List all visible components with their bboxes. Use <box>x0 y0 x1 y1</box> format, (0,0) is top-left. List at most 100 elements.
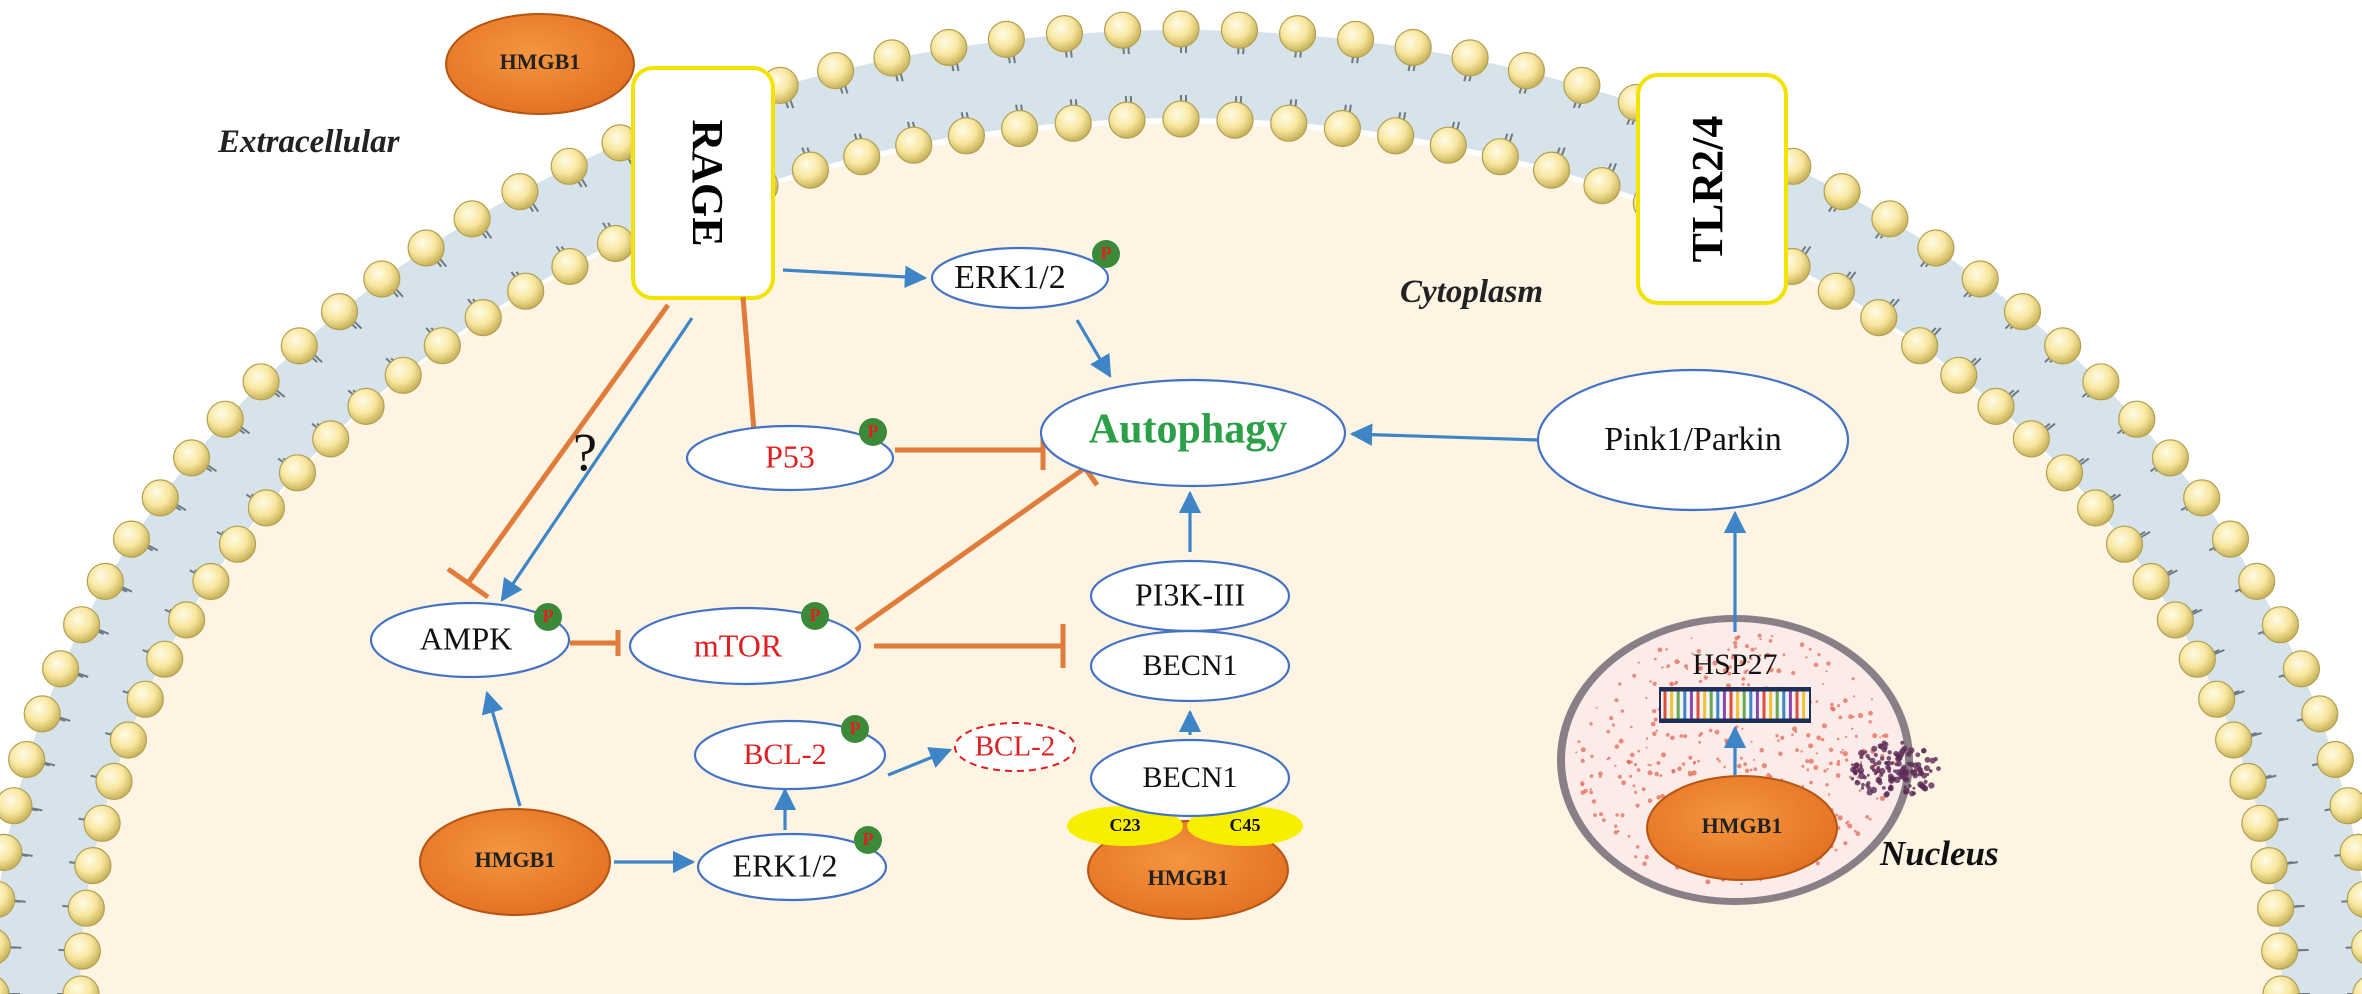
nucleolus-dot <box>1909 790 1915 797</box>
nucleolus-dot <box>1860 786 1865 790</box>
chromatin-speck <box>1868 817 1872 821</box>
lipid-head <box>2156 601 2194 639</box>
lipid-head <box>2250 846 2288 885</box>
chromatin-speck <box>1808 758 1814 764</box>
nucleolus-dot <box>1901 764 1907 770</box>
hmgb1-becn1-label: HMGB1 <box>1148 865 1229 890</box>
chromatin-speck <box>1696 666 1701 671</box>
chromatin-speck <box>1800 750 1803 753</box>
nucleolus-dot <box>1917 766 1922 772</box>
lipid-head <box>2352 977 2362 994</box>
chromatin-speck <box>1733 645 1738 649</box>
chromatin-speck <box>1744 768 1750 773</box>
lipid-head <box>2178 640 2216 678</box>
chromatin-speck <box>1696 649 1702 654</box>
chromatin-speck <box>1601 818 1606 823</box>
chromatin-speck <box>1698 679 1703 684</box>
lipid-head <box>507 272 545 310</box>
lipid-head <box>2183 479 2221 517</box>
becn1-lower-label: BECN1 <box>1142 761 1237 794</box>
chromatin-speck <box>1654 771 1659 777</box>
lipid-head <box>0 833 23 871</box>
chromatin-speck <box>1683 664 1689 669</box>
chromatin-speck <box>1836 737 1840 741</box>
chromatin-speck <box>1589 788 1592 791</box>
nucleolus-dot <box>1936 766 1941 771</box>
lipid-head <box>1336 20 1375 59</box>
lipid-head <box>1860 299 1898 337</box>
chromatin-speck <box>1666 664 1671 668</box>
chromatin-speck <box>1741 727 1744 730</box>
nucleolus-dot <box>1881 786 1886 790</box>
lipid-head <box>2346 881 2362 918</box>
chromatin-speck <box>1577 740 1581 744</box>
lipid-head <box>1000 109 1039 148</box>
nucleolus-dot <box>1873 772 1878 776</box>
chromatin-speck <box>1768 639 1773 643</box>
chromatin-speck <box>1724 738 1728 743</box>
erk-top-node <box>930 246 1110 310</box>
chromatin-speck <box>1741 682 1745 686</box>
chromatin-speck <box>1747 683 1751 687</box>
chromatin-speck <box>1835 773 1841 778</box>
nucleolus-dot <box>1923 786 1928 792</box>
lipid-head <box>278 454 317 492</box>
lipid-head <box>41 650 80 688</box>
nucleolus-dot <box>1876 760 1882 766</box>
chromatin-speck <box>1744 644 1750 649</box>
chromatin-speck <box>1634 790 1638 795</box>
chromatin-speck <box>1883 733 1889 739</box>
chromatin-speck <box>1759 747 1764 753</box>
bcl2-phospho-node <box>693 719 887 791</box>
tlr-receptor: TLR2/4 <box>1636 73 1788 305</box>
lipid-head <box>347 387 385 425</box>
phospho-circle <box>841 715 869 743</box>
chromatin-speck <box>1633 763 1638 767</box>
hmgb1-cytoplasmic-label: HMGB1 <box>475 847 556 872</box>
chromatin-speck <box>1611 723 1615 727</box>
nucleolus-dot <box>1894 762 1899 767</box>
nucleolus-dot <box>1886 755 1892 761</box>
autophagy-label: Autophagy <box>1089 407 1287 453</box>
chromatin-speck <box>1825 670 1828 673</box>
nucleolus-dot <box>1901 745 1908 752</box>
membrane-core <box>0 30 2362 994</box>
chromatin-speck <box>1758 654 1762 657</box>
chromatin-speck <box>1840 750 1843 754</box>
chromatin-speck <box>1853 829 1857 833</box>
nucleolus-dot <box>1873 762 1878 767</box>
chromatin-speck <box>1575 751 1578 754</box>
nucleolus-dot <box>1903 776 1910 783</box>
lipid-head <box>2118 400 2156 438</box>
phospho-circle <box>854 826 882 854</box>
chromatin-speck <box>1618 682 1622 686</box>
nucleolus-dot <box>1850 777 1855 781</box>
arrow-rage-to-erk <box>782 265 928 289</box>
phospho-label: P <box>868 421 879 441</box>
chromatin-speck <box>1806 733 1811 738</box>
chromatin-speck <box>1589 722 1593 726</box>
chromatin-speck <box>1727 671 1732 676</box>
chromatin-speck <box>1677 766 1682 771</box>
cytoplasm-label: Cytoplasm <box>1400 274 1543 310</box>
hmgb1-cytoplasmic: HMGB1 <box>419 808 611 916</box>
chromatin-speck <box>1630 725 1633 729</box>
lipid-head <box>550 147 588 185</box>
chromatin-speck <box>1580 758 1585 764</box>
chromatin-speck <box>1780 735 1785 741</box>
chromatin-speck <box>1825 783 1829 787</box>
phospho-badge-p53: P <box>859 418 887 446</box>
lipid-head <box>987 20 1026 59</box>
becn1-upper-label: BECN1 <box>1142 649 1237 682</box>
lipid-head <box>242 363 280 401</box>
phospho-badge-bcl2: P <box>841 715 869 743</box>
chromatin-speck <box>1822 723 1827 729</box>
phospho-circle <box>801 602 829 630</box>
lipid-head <box>2241 804 2279 842</box>
chromatin-speck <box>1620 813 1625 818</box>
lipid-head <box>2082 363 2120 401</box>
nucleolus-dot <box>1861 782 1865 787</box>
phospho-circle <box>859 418 887 446</box>
p53-node <box>685 424 895 492</box>
chromatin-speck <box>1851 677 1855 681</box>
